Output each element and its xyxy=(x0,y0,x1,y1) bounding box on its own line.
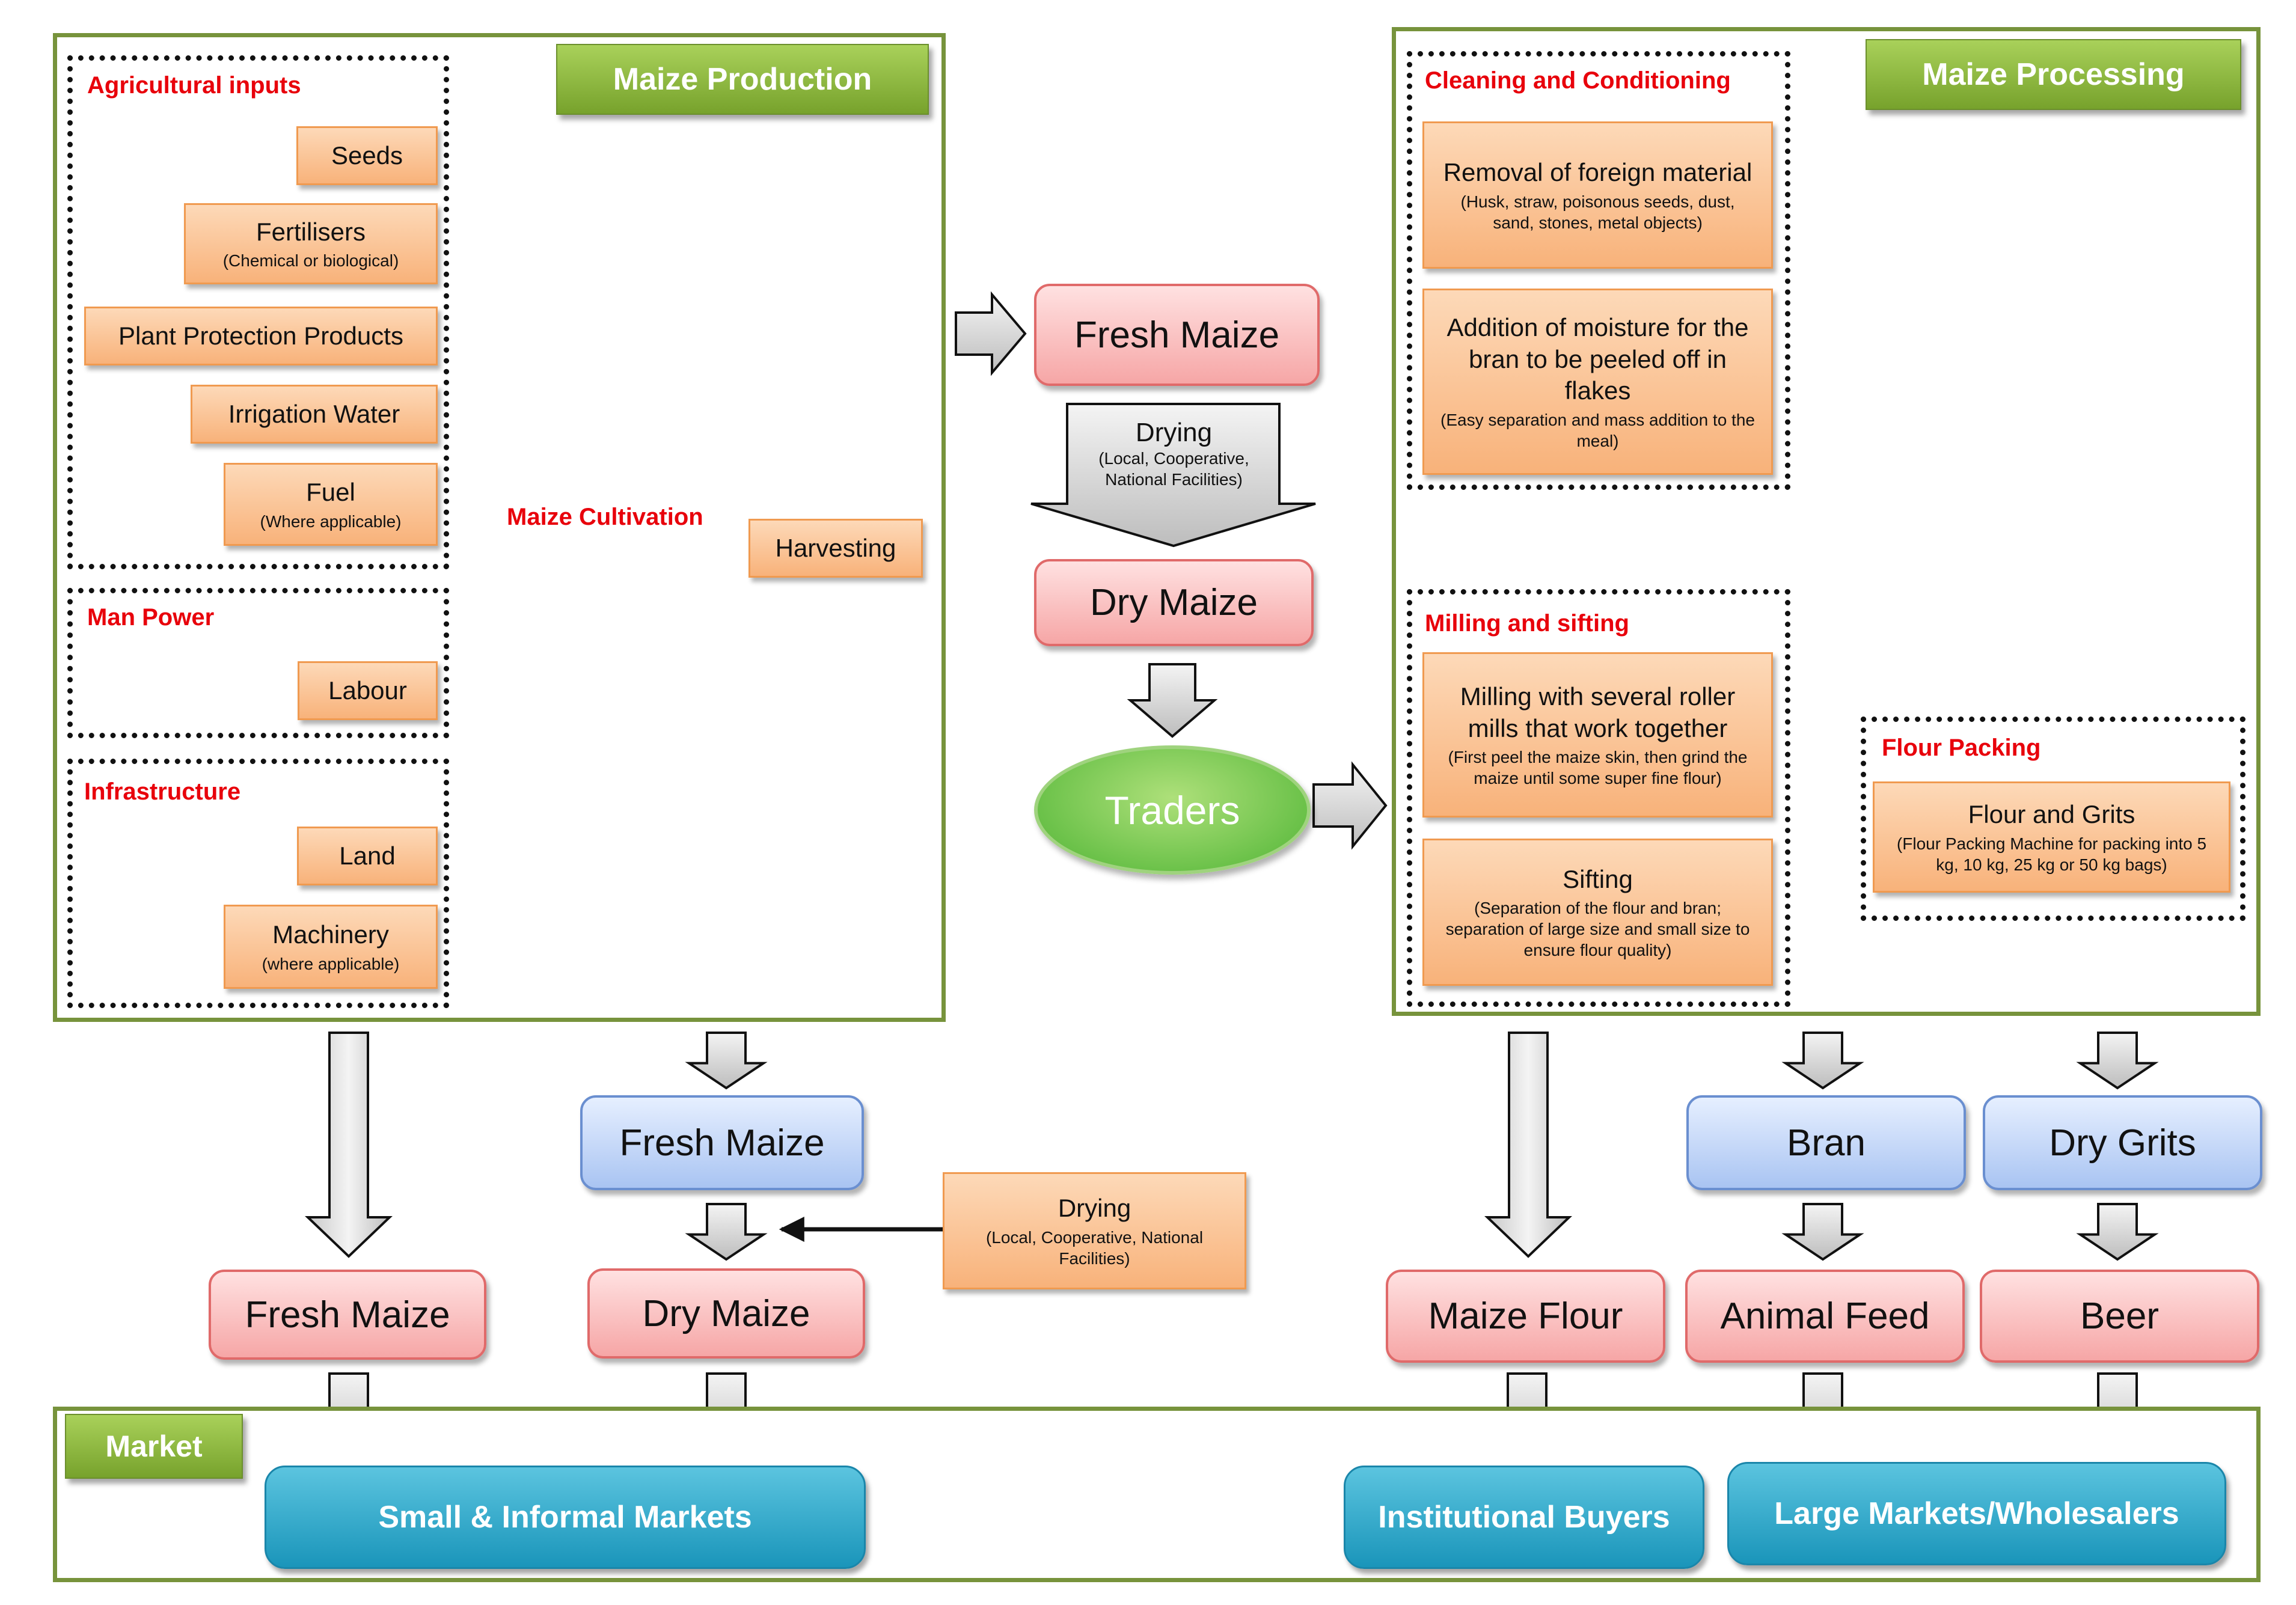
man-power-title: Man Power xyxy=(87,604,215,631)
drying-middle-label: Drying (Local, Cooperative, National Fac… xyxy=(1073,418,1275,490)
milling-group xyxy=(1407,589,1790,1007)
fertilisers-sublabel: (Chemical or biological) xyxy=(222,251,399,271)
maize-cultivation-label: Maize Cultivation xyxy=(507,504,703,530)
plant-protection-label: Plant Protection Products xyxy=(118,321,403,350)
institutional-buyers: Institutional Buyers xyxy=(1344,1466,1704,1569)
fuel-sublabel: (Where applicable) xyxy=(260,512,402,531)
harvesting-label: Harvesting xyxy=(775,533,896,562)
agricultural-inputs-group xyxy=(67,55,449,569)
drying-down-arrow xyxy=(1030,403,1316,548)
land-label: Land xyxy=(339,841,396,870)
sifting-sublabel: (Separation of the flour and bran; separ… xyxy=(1445,899,1750,960)
flour-grits-label: Flour and Grits xyxy=(1968,800,2135,829)
production-to-fresh-maize-arrow xyxy=(955,291,1027,376)
milling-label: Milling with several roller mills that w… xyxy=(1460,682,1736,742)
maize-flour-box: Maize Flour xyxy=(1386,1270,1665,1363)
flour-grits-box: Flour and Grits (Flour Packing Machine f… xyxy=(1873,781,2230,893)
removal-label: Removal of foreign material xyxy=(1443,158,1753,187)
bran-in-arrow xyxy=(1781,1032,1864,1090)
seeds-box: Seeds xyxy=(296,126,438,185)
fertilisers-label: Fertilisers xyxy=(256,217,366,246)
plant-protection-box: Plant Protection Products xyxy=(84,307,438,365)
fertilisers-box: Fertilisers (Chemical or biological) xyxy=(184,203,438,284)
infrastructure-group xyxy=(67,759,449,1008)
fresh-maize-pink-bottom: Fresh Maize xyxy=(209,1270,486,1360)
market-title: Market xyxy=(65,1414,243,1479)
dry-maize-pink-bottom: Dry Maize xyxy=(587,1268,865,1359)
beer-box: Beer xyxy=(1980,1270,2259,1363)
addition-label: Addition of moisture for the bran to be … xyxy=(1446,313,1749,405)
fresh-maize-blue-in-arrow xyxy=(685,1032,768,1090)
traders-to-processing-arrow xyxy=(1312,761,1388,850)
large-markets-wholesalers: Large Markets/Wholesalers xyxy=(1727,1462,2226,1565)
labour-box: Labour xyxy=(298,661,438,720)
dry-maize-middle: Dry Maize xyxy=(1034,559,1314,646)
removal-sublabel: (Husk, straw, poisonous seeds, dust, san… xyxy=(1460,192,1735,232)
machinery-box: Machinery (where applicable) xyxy=(224,905,438,989)
production-to-fresh-maize-long-arrow xyxy=(305,1032,393,1258)
animal-feed-box: Animal Feed xyxy=(1685,1270,1965,1363)
small-informal-markets: Small & Informal Markets xyxy=(265,1466,866,1569)
addition-box: Addition of moisture for the bran to be … xyxy=(1422,289,1773,475)
land-box: Land xyxy=(297,827,438,885)
harvesting-box: Harvesting xyxy=(748,519,923,578)
irrigation-water-label: Irrigation Water xyxy=(228,399,400,428)
drying-bottom-box: Drying (Local, Cooperative, National Fac… xyxy=(943,1172,1246,1289)
fresh-maize-middle: Fresh Maize xyxy=(1034,284,1320,386)
sifting-label: Sifting xyxy=(1563,864,1633,893)
removal-box: Removal of foreign material (Husk, straw… xyxy=(1422,121,1773,269)
machinery-label: Machinery xyxy=(272,920,389,949)
cleaning-title: Cleaning and Conditioning xyxy=(1425,67,1731,94)
flour-grits-sublabel: (Flour Packing Machine for packing into … xyxy=(1896,834,2207,874)
sifting-box: Sifting (Separation of the flour and bra… xyxy=(1422,839,1773,986)
processing-to-maize-flour-long-arrow xyxy=(1484,1032,1572,1258)
man-power-group xyxy=(67,588,449,738)
cleaning-group xyxy=(1407,51,1790,490)
traders-node: Traders xyxy=(1034,745,1311,875)
seeds-label: Seeds xyxy=(331,141,403,170)
dry-grits-box: Dry Grits xyxy=(1983,1095,2262,1190)
fresh-maize-blue: Fresh Maize xyxy=(580,1095,864,1190)
dry-maize-to-traders-arrow xyxy=(1127,663,1218,738)
grits-to-beer-arrow xyxy=(2076,1203,2159,1261)
agricultural-inputs-title: Agricultural inputs xyxy=(87,72,301,99)
addition-sublabel: (Easy separation and mass addition to th… xyxy=(1440,410,1755,450)
machinery-sublabel: (where applicable) xyxy=(262,954,400,973)
drying-middle-title: Drying xyxy=(1135,418,1213,447)
maize-processing-title: Maize Processing xyxy=(1866,39,2241,110)
drying-bottom-sublabel: (Local, Cooperative, National Facilities… xyxy=(985,1227,1204,1268)
drying-bottom-label: Drying xyxy=(1058,1194,1131,1223)
bran-box: Bran xyxy=(1686,1095,1966,1190)
milling-sublabel: (First peel the maize skin, then grind t… xyxy=(1448,748,1748,787)
irrigation-water-box: Irrigation Water xyxy=(191,385,438,444)
bran-to-animal-feed-arrow xyxy=(1781,1203,1864,1261)
maize-production-title: Maize Production xyxy=(556,44,929,115)
flour-packing-title: Flour Packing xyxy=(1882,735,2041,761)
infrastructure-title: Infrastructure xyxy=(84,778,241,805)
fuel-label: Fuel xyxy=(306,478,355,507)
milling-box: Milling with several roller mills that w… xyxy=(1422,652,1773,818)
fresh-to-dry-arrow xyxy=(685,1203,768,1261)
dry-grits-in-arrow xyxy=(2076,1032,2159,1090)
milling-title: Milling and sifting xyxy=(1425,610,1629,637)
fuel-box: Fuel (Where applicable) xyxy=(224,463,438,546)
labour-label: Labour xyxy=(328,676,407,705)
flour-packing-group xyxy=(1861,717,2245,921)
drying-middle-sub: (Local, Cooperative, National Facilities… xyxy=(1098,449,1249,489)
